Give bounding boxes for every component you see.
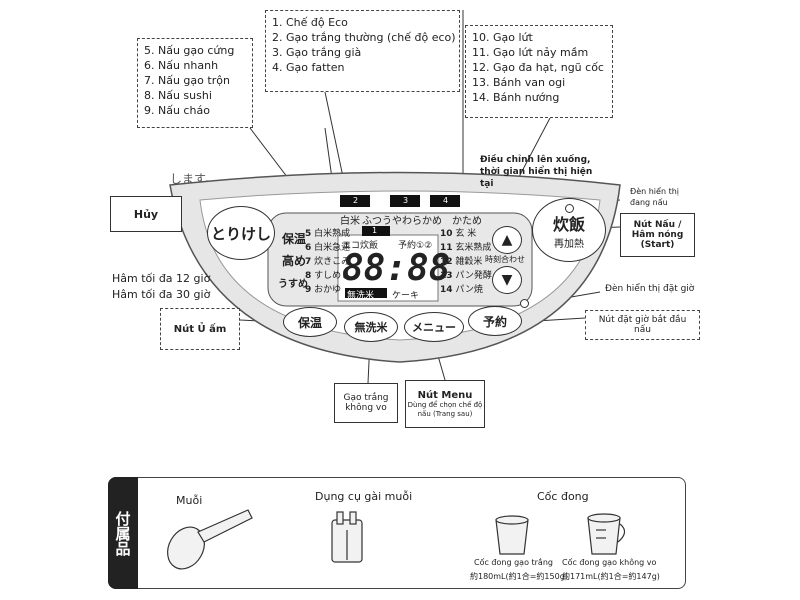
tab-number: 3 — [403, 196, 409, 205]
rinse-free-indicator: 無洗米 — [347, 291, 375, 301]
menu-item: 6 白米急速 — [305, 243, 351, 253]
menu-item: 12 雑穀米 — [440, 257, 483, 267]
lcd-digits: 88:88 — [342, 248, 451, 289]
menu-item: 13 パン発酵 — [440, 271, 492, 281]
tab-marker — [340, 195, 370, 207]
tab-number: 2 — [353, 196, 359, 205]
rice-type: ふつう — [362, 216, 392, 227]
callout-cancel: Hủy — [110, 196, 182, 232]
keep-warm-low-label: うすめ — [278, 279, 308, 290]
arrow-down-button[interactable]: ▼ — [492, 266, 522, 294]
callout-cook-button: Nút Nấu / Hâm nóng (Start) — [620, 213, 695, 257]
callout-keep-warm-button: Nút Ủ ấm — [160, 308, 240, 350]
cooking-mode-list-center: 1. Chế độ Eco 2. Gạo trắng thường (chế đ… — [265, 10, 460, 92]
measuring-cup-icon — [587, 513, 626, 555]
menu-item: 9 おかゆ — [305, 285, 342, 295]
timer-button[interactable]: 予約 — [468, 306, 522, 336]
rice-cup-volume: 約180mL(約1合=約150g) — [470, 572, 568, 581]
list-item: 10. Gạo lứt — [472, 31, 533, 44]
time-set-label: 時刻合わせ — [485, 255, 525, 264]
cancel-button[interactable]: とりけし — [207, 206, 275, 260]
rice-type: 白米 — [340, 216, 360, 227]
list-item: 5. Nấu gạo cứng — [144, 44, 235, 57]
measuring-cup-label: Cốc đong gạo không vo — [562, 558, 657, 567]
menu-item: 7 炊きこみ — [305, 257, 351, 267]
callout-menu-button: Nút Menu Dùng để chọn chế độ nấu (Trang … — [405, 380, 485, 428]
list-item: 9. Nấu cháo — [144, 104, 210, 117]
menu-item: 5 白米熟成 — [305, 229, 351, 239]
menu-item: 8 すしめし — [305, 271, 351, 281]
cake-indicator: ケーキ — [392, 291, 420, 301]
keep-warm-button[interactable]: 保温 — [283, 307, 337, 337]
menu-button[interactable]: メニュー — [404, 312, 464, 342]
list-item: 2. Gạo trắng thường (chế độ eco) — [272, 31, 456, 44]
list-item: 3. Gạo trắng già — [272, 46, 362, 59]
tab-marker — [430, 195, 460, 207]
timer-indicator-light — [520, 299, 529, 308]
accessories-side-label: 付属品 — [113, 510, 132, 556]
tab-marker — [390, 195, 420, 207]
rice-type: かため — [452, 216, 482, 227]
menu-right-column: 10 玄 米 11 玄米熟成 12 雑穀米 13 パン発酵 14 パン焼 — [440, 227, 492, 297]
measuring-cup-volume: 約171mL(約1合=約147g) — [562, 572, 660, 581]
holder-icon — [331, 511, 363, 563]
menu-item: 10 玄 米 — [440, 229, 477, 239]
list-item: 1. Chế độ Eco — [272, 16, 348, 29]
callout-rinse-free: Gạo trắng không vo — [334, 383, 398, 423]
list-item: 13. Bánh van ogi — [472, 76, 566, 89]
tab-marker — [362, 226, 390, 236]
accessories-side-tab: 付属品 — [108, 477, 138, 589]
list-item: 8. Nấu sushi — [144, 89, 212, 102]
reserve-indicator: 予約①② — [398, 241, 433, 251]
rinse-free-button[interactable]: 無洗米 — [344, 312, 398, 342]
eco-mode-indicator: エコ炊飯 — [342, 241, 379, 251]
menu-callout-title: Nút Menu — [417, 389, 473, 401]
menu-callout-subtitle: Dùng để chọn chế độ nấu (Trang sau) — [407, 400, 483, 418]
arrow-down-icon: ▼ — [501, 272, 513, 288]
spoon-label: Muỗi — [176, 494, 203, 507]
list-item: 11. Gạo lứt nảy mầm — [472, 46, 589, 59]
callout-cooking-light: Đèn hiển thị đang nấu — [630, 187, 679, 207]
list-item: 7. Nấu gạo trộn — [144, 74, 230, 87]
tab-number: 4 — [443, 196, 449, 205]
cooking-mode-list-right: 10. Gạo lứt 11. Gạo lứt nảy mầm 12. Gạo … — [465, 25, 613, 118]
callout-timer-button: Nút đặt giờ bắt đầu nấu — [585, 310, 700, 340]
cook-start-button[interactable]: 炊飯 再加熱 — [532, 198, 606, 262]
menu-item: 14 パン焼 — [440, 285, 483, 295]
musenmai-marker — [345, 288, 387, 298]
cook-label: 炊飯 — [552, 214, 585, 234]
menu-item: 11 玄米熟成 — [440, 243, 492, 253]
rice-cup-icon — [495, 515, 529, 555]
list-item: 12. Gạo đa hạt, ngũ cốc — [472, 61, 604, 74]
keep-warm-12h-note: Hâm tối đa 12 giờ — [112, 272, 211, 285]
cooking-mode-list-left: 5. Nấu gạo cứng 6. Nấu nhanh 7. Nấu gạo … — [137, 38, 253, 128]
list-item: 6. Nấu nhanh — [144, 59, 219, 72]
arrow-up-icon: ▲ — [501, 232, 513, 248]
reheat-label: 再加熱 — [554, 238, 584, 250]
menu-left-column: 5 白米熟成 6 白米急速 7 炊きこみ 8 すしめし 9 おかゆ — [305, 227, 350, 297]
cups-label: Cốc đong — [537, 490, 589, 503]
callout-timer-light: Đèn hiển thị đặt giờ — [605, 284, 695, 294]
callout-adjust-time: Điều chỉnh lên xuống, thời gian hiển thị… — [480, 155, 593, 189]
keep-warm-high-label: 高め — [282, 254, 307, 268]
arrow-up-button[interactable]: ▲ — [492, 226, 522, 254]
tab-number: 1 — [372, 226, 378, 235]
holder-label: Dụng cụ gài muỗi — [315, 490, 413, 503]
keep-warm-label: 保温 — [282, 232, 307, 246]
cooking-indicator-light — [565, 204, 574, 213]
list-item: 14. Bánh nướng — [472, 91, 560, 104]
spoon-icon — [167, 509, 253, 570]
rice-cup-label: Cốc đong gạo trắng — [474, 558, 553, 567]
keep-warm-30h-note: Hâm tối đa 30 giờ — [112, 288, 211, 301]
rice-type: やわらかめ — [392, 216, 442, 227]
list-item: 4. Gạo fatten — [272, 61, 345, 74]
